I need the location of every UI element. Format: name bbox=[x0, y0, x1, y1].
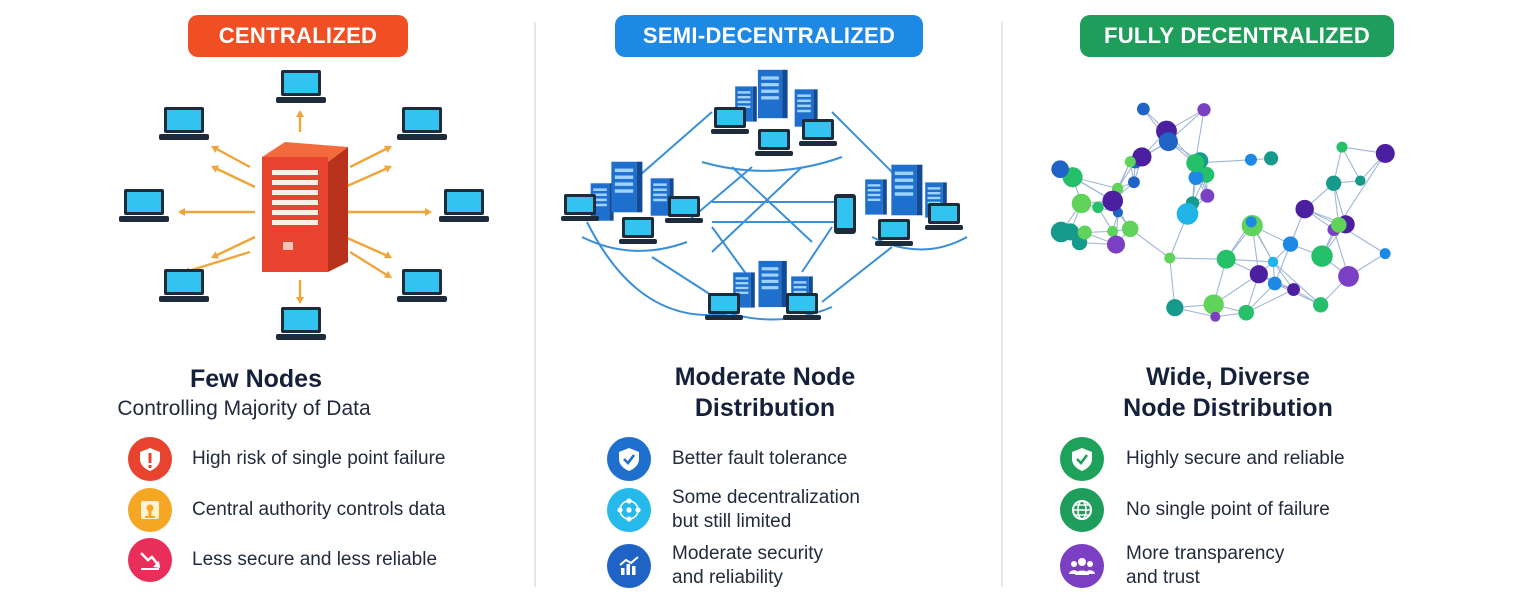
mesh-node bbox=[1197, 103, 1211, 117]
mesh-node bbox=[1312, 297, 1329, 313]
mesh-node bbox=[1092, 201, 1104, 214]
centralized-heading: Few Nodes bbox=[190, 365, 322, 393]
semi-decentralized-diagram bbox=[561, 69, 968, 321]
mesh-node bbox=[1267, 256, 1279, 268]
check-shield-icon bbox=[1060, 437, 1104, 481]
mesh-node bbox=[1287, 283, 1300, 296]
mesh-node bbox=[1375, 143, 1395, 163]
mesh-node bbox=[1203, 294, 1224, 315]
mesh-node bbox=[1186, 154, 1205, 173]
mesh-node bbox=[1200, 188, 1215, 203]
mesh-node bbox=[1050, 221, 1072, 243]
feature-item: Some decentralization but still limited bbox=[607, 487, 860, 533]
feature-item: Better fault tolerance bbox=[607, 436, 847, 482]
server-cluster-left bbox=[561, 161, 703, 244]
centralized-badge: CENTRALIZED bbox=[188, 15, 408, 57]
mesh-node bbox=[1106, 235, 1126, 254]
semi-decentralized-heading: Moderate Node Distribution bbox=[674, 363, 856, 422]
feature-item: Moderate security and reliability bbox=[607, 543, 823, 589]
feature-text: Less secure and less reliable bbox=[192, 549, 438, 570]
centralized-column: CENTRALIZED bbox=[0, 0, 512, 614]
mesh-node bbox=[1379, 248, 1391, 260]
mesh-links bbox=[1059, 108, 1386, 318]
mesh-node bbox=[1245, 216, 1257, 228]
mesh-node bbox=[1107, 225, 1119, 237]
feature-item: More transparency and trust bbox=[1060, 543, 1284, 589]
users-icon bbox=[1060, 544, 1104, 588]
feature-item: No single point of failure bbox=[1060, 487, 1330, 533]
mesh-node bbox=[1166, 299, 1184, 317]
centralized-diagram bbox=[119, 70, 489, 340]
mesh-node bbox=[1136, 102, 1150, 116]
server-cluster-right bbox=[834, 164, 963, 246]
fully-decentralized-column: FULLY DECENTRALIZED Wide, Diverse Node D… bbox=[1024, 0, 1536, 614]
feature-text: No single point of failure bbox=[1126, 499, 1330, 520]
mesh-node bbox=[1071, 193, 1092, 214]
mesh-node bbox=[1282, 236, 1299, 252]
downtrend-icon bbox=[128, 538, 172, 582]
server-cluster-top bbox=[711, 69, 837, 156]
mesh-node bbox=[1188, 170, 1204, 186]
mesh-node bbox=[1326, 175, 1342, 191]
centralized-subheading: Controlling Majority of Data bbox=[117, 397, 371, 420]
fully-decentralized-heading: Wide, Diverse Node Distribution bbox=[1123, 363, 1333, 422]
feature-text: Better fault tolerance bbox=[672, 448, 848, 469]
mesh-network-diagram bbox=[1050, 102, 1395, 322]
semi-decentralized-badge: SEMI-DECENTRALIZED bbox=[615, 15, 923, 57]
mesh-node bbox=[1128, 176, 1140, 189]
check-shield-icon bbox=[607, 437, 651, 481]
mesh-link bbox=[1341, 146, 1361, 181]
feature-item: Central authority controls data bbox=[128, 487, 445, 533]
feature-text: Some decentralization but still limited bbox=[672, 487, 860, 532]
feature-item: Highly secure and reliable bbox=[1060, 436, 1345, 482]
authority-icon bbox=[128, 488, 172, 532]
feature-text: More transparency and trust bbox=[1126, 543, 1285, 588]
feature-text: Moderate security and reliability bbox=[672, 543, 824, 588]
mesh-link bbox=[1245, 289, 1294, 314]
mesh-node bbox=[1176, 203, 1199, 225]
mesh-node bbox=[1355, 175, 1366, 186]
mesh-node bbox=[1210, 311, 1221, 322]
alert-shield-icon bbox=[128, 437, 172, 481]
chart-icon bbox=[607, 544, 651, 588]
feature-text: High risk of single point failure bbox=[192, 448, 446, 469]
feature-text: Central authority controls data bbox=[192, 499, 446, 520]
feature-item: High risk of single point failure bbox=[128, 436, 445, 482]
mesh-node bbox=[1164, 252, 1176, 264]
mesh-node bbox=[1295, 199, 1314, 219]
mesh-node bbox=[1244, 153, 1257, 166]
mesh-node bbox=[1121, 220, 1139, 238]
mesh-node bbox=[1264, 151, 1279, 166]
mesh-link bbox=[1338, 153, 1386, 226]
feature-item: Less secure and less reliable bbox=[128, 537, 437, 583]
globe-icon bbox=[1060, 488, 1104, 532]
network-icon bbox=[607, 488, 651, 532]
mesh-node bbox=[1338, 265, 1359, 287]
mesh-node bbox=[1311, 245, 1333, 267]
mesh-node bbox=[1336, 141, 1348, 153]
mesh-node bbox=[1238, 304, 1255, 321]
mesh-node bbox=[1102, 190, 1124, 212]
mesh-node bbox=[1330, 217, 1347, 233]
mesh-node bbox=[1132, 147, 1152, 167]
mesh-node bbox=[1051, 160, 1069, 179]
semi-decentralized-column: SEMI-DECENTRALIZED bbox=[512, 0, 1024, 614]
mesh-node bbox=[1158, 132, 1178, 152]
central-server-icon bbox=[262, 142, 348, 272]
mesh-node bbox=[1124, 156, 1136, 168]
mesh-node bbox=[1249, 265, 1268, 284]
fully-decentralized-badge: FULLY DECENTRALIZED bbox=[1080, 15, 1394, 57]
mesh-node bbox=[1077, 225, 1092, 240]
column-divider bbox=[1001, 22, 1003, 587]
column-divider bbox=[534, 22, 536, 587]
mesh-node bbox=[1216, 249, 1236, 269]
mesh-node bbox=[1267, 276, 1282, 291]
feature-text: Highly secure and reliable bbox=[1126, 448, 1345, 469]
